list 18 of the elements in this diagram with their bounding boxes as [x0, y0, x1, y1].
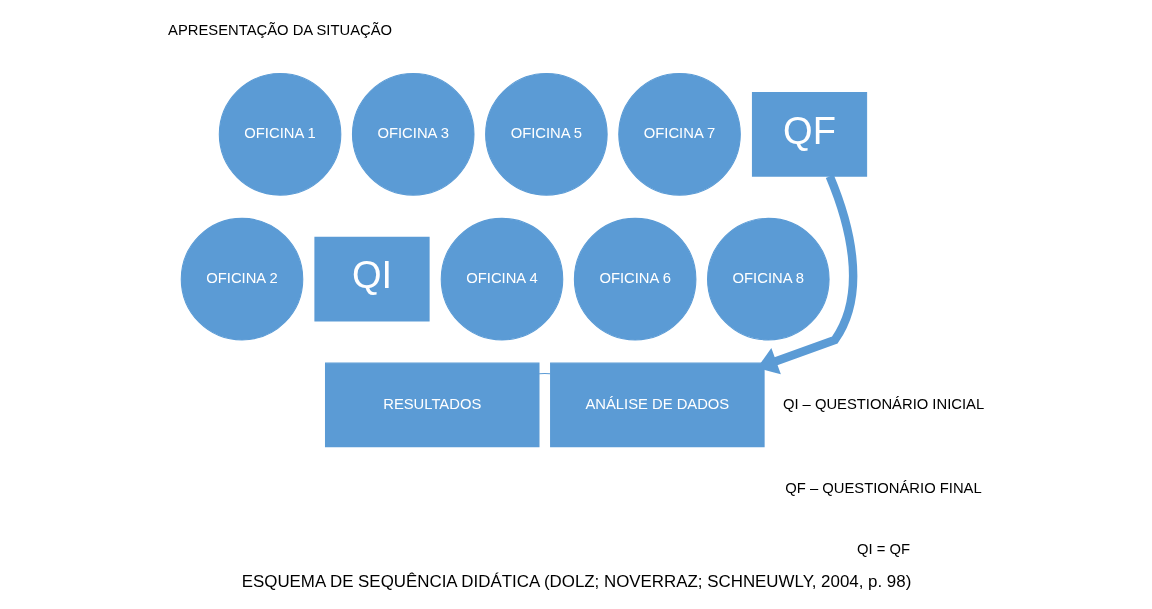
node-circle: OFICINA 4 — [440, 217, 563, 341]
node-circle: OFICINA 7 — [617, 73, 741, 196]
caption: ESQUEMA DE SEQUÊNCIA DIDÁTICA (DOLZ; NOVERRAZ; SCHNEUWLY, 2004, p. 98) — [241, 571, 911, 591]
node-circle: OFICINA 5 — [484, 73, 608, 196]
node-circle: OFICINA 3 — [351, 73, 474, 196]
node-box: RESULTADOS — [324, 362, 539, 448]
node-circle: OFICINA 8 — [706, 217, 830, 341]
label: QI – QUESTIONÁRIO INICIAL — [782, 395, 984, 412]
label: APRESENTAÇÃO DA SITUAÇÃO — [167, 22, 392, 39]
label: QF – QUESTIONÁRIO FINAL — [784, 479, 982, 496]
connector — [538, 373, 551, 375]
node-circle: OFICINA 6 — [573, 217, 696, 341]
label: QI = QF — [856, 541, 910, 558]
node-box: QF — [751, 92, 867, 177]
node-circle: OFICINA 1 — [218, 73, 341, 196]
node-circle: OFICINA 2 — [180, 217, 303, 341]
node-box: ANÁLISE DE DADOS — [549, 362, 765, 448]
node-box: QI — [313, 236, 430, 322]
